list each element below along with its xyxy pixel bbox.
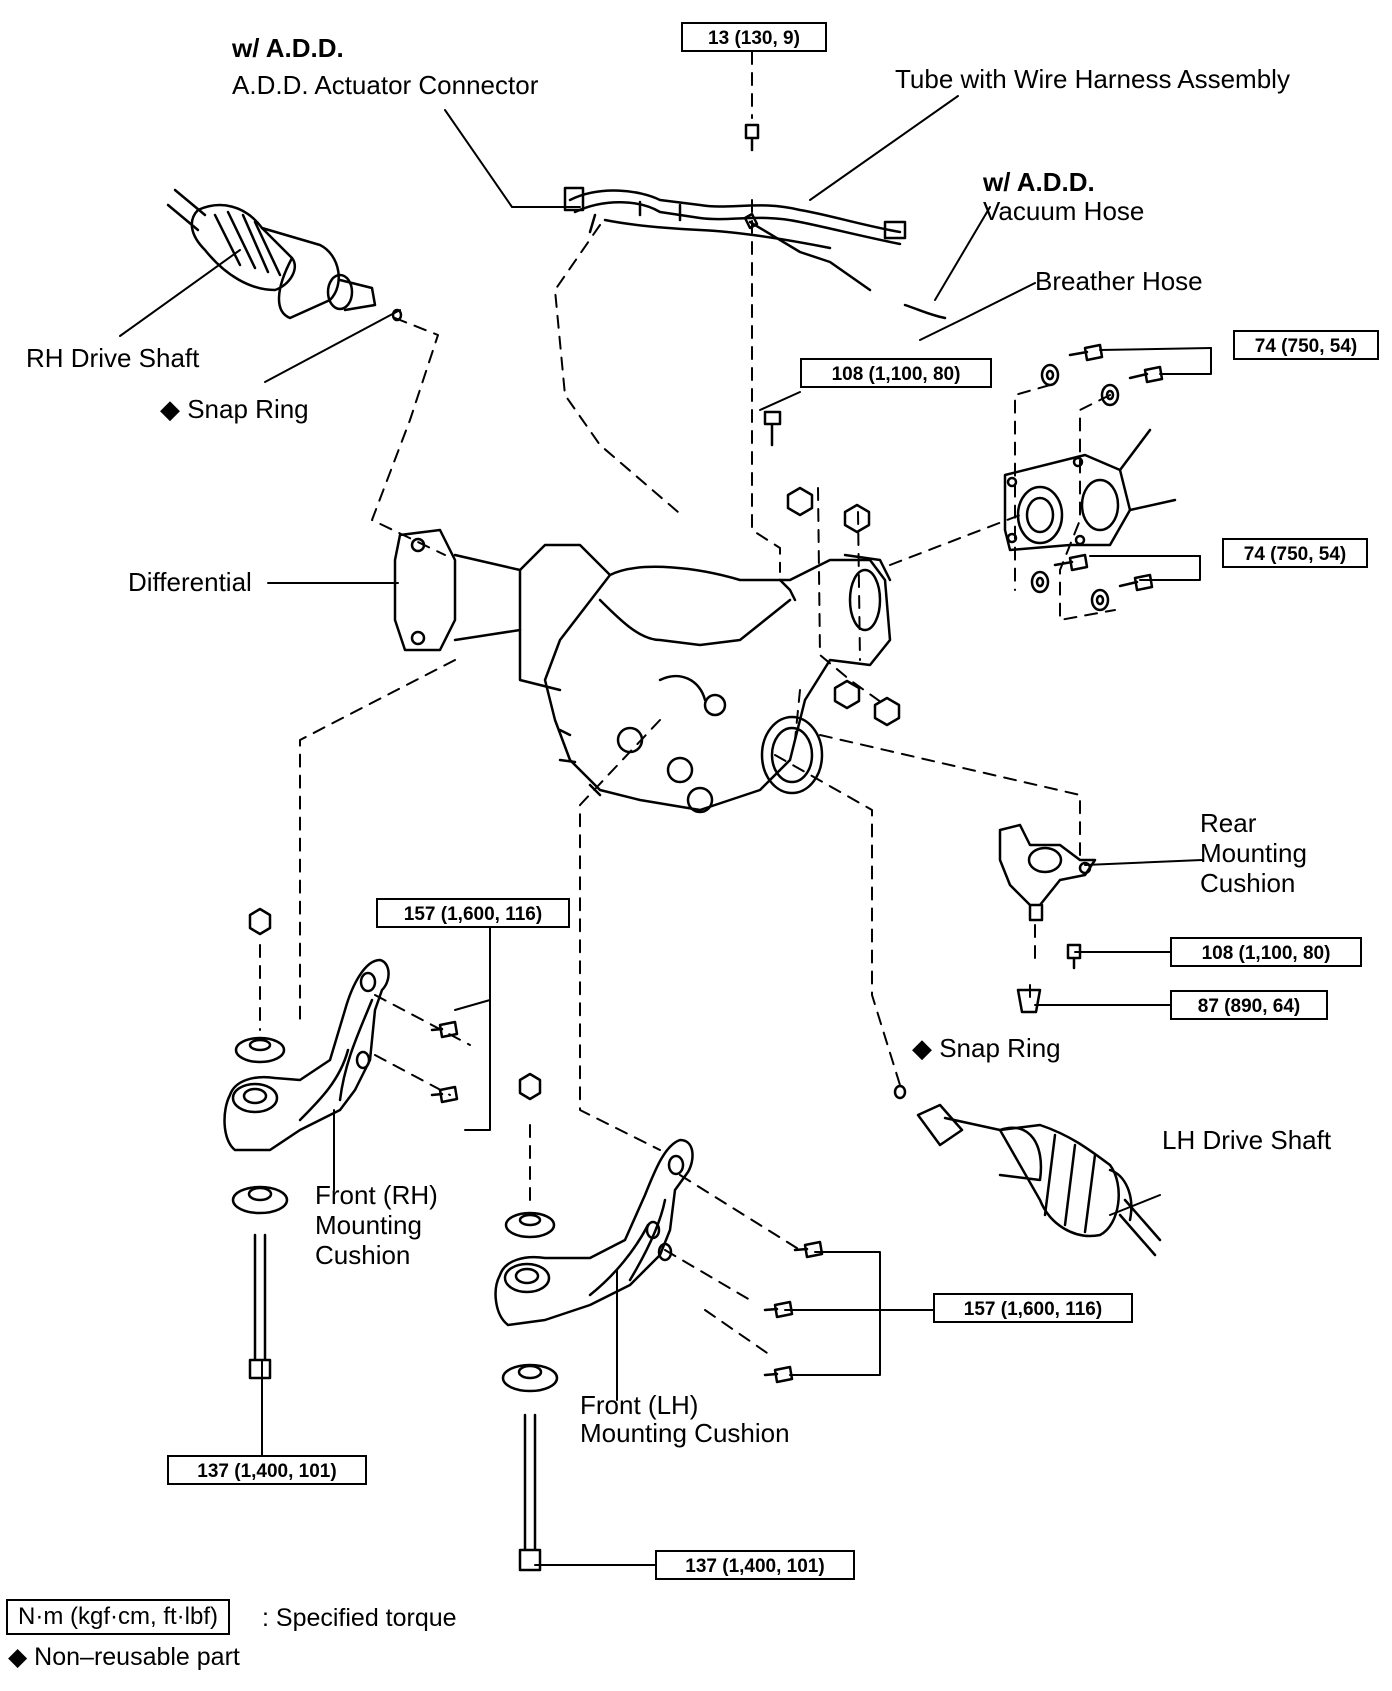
torque-rh-stud: 137 (1,400, 101) (167, 1455, 367, 1485)
torque-upper-74: 74 (750, 54) (1233, 330, 1379, 360)
vacuum-hose-label: Vacuum Hose (983, 196, 1145, 226)
snap-ring-lh-label: ◆ Snap Ring (912, 1033, 1061, 1063)
front-rh-cushion-label-line2: Mounting (315, 1210, 422, 1240)
rh-drive-shaft-label: RH Drive Shaft (26, 343, 200, 373)
bolts-drawing (231, 123, 1164, 1572)
front-lh-cushion-label-line1: Front (LH) (580, 1390, 699, 1420)
differential-label: Differential (128, 567, 252, 597)
alignment-lines (259, 51, 1116, 1356)
torque-front-lh-bolts: 157 (1,600, 116) (933, 1293, 1133, 1323)
companion-flange-drawing (1003, 428, 1177, 552)
rh-drive-shaft-drawing (166, 188, 403, 322)
add-actuator-connector-label: A.D.D. Actuator Connector (232, 70, 539, 100)
legend-nonreusable: ◆ Non–reusable part (8, 1643, 240, 1671)
lh-drive-shaft-drawing (916, 1103, 1162, 1257)
differential-drawing (393, 528, 892, 814)
front-rh-cushion-label-line1: Front (RH) (315, 1180, 438, 1210)
rear-cushion-label-line2: Mounting (1200, 838, 1307, 868)
torque-lh-stud: 137 (1,400, 101) (655, 1550, 855, 1580)
legend-unit-description: : Specified torque (262, 1604, 457, 1632)
lh-drive-shaft-label: LH Drive Shaft (1162, 1125, 1332, 1155)
torque-lower-74: 74 (750, 54) (1222, 538, 1368, 568)
leader-lines (119, 39, 1212, 1566)
wire-harness-drawing (563, 186, 947, 320)
front-rh-cushion-drawing (223, 958, 390, 1152)
legend-unit-box: N·m (kgf·cm, ft·lbf) (6, 1599, 230, 1635)
rear-cushion-drawing (998, 823, 1097, 922)
add-heading-2: w/ A.D.D. (983, 167, 1095, 197)
snap-ring-rh-label: ◆ Snap Ring (160, 394, 309, 424)
breather-hose-label: Breather Hose (1035, 266, 1203, 296)
torque-harness-bolt: 13 (130, 9) (681, 22, 827, 52)
rear-cushion-label-line1: Rear (1200, 808, 1257, 838)
front-rh-cushion-label-line3: Cushion (315, 1240, 411, 1270)
add-heading-1: w/ A.D.D. (232, 33, 344, 63)
torque-diff-top-bolt: 108 (1,100, 80) (800, 358, 992, 388)
torque-rear-cushion-bolt: 108 (1,100, 80) (1170, 937, 1362, 967)
torque-rear-cushion-nut: 87 (890, 64) (1170, 990, 1328, 1020)
front-lh-cushion-label-line2: Mounting Cushion (580, 1418, 790, 1448)
tube-wire-harness-label: Tube with Wire Harness Assembly (895, 64, 1290, 94)
front-lh-cushion-drawing (494, 1138, 694, 1327)
rear-cushion-label-line3: Cushion (1200, 868, 1296, 898)
torque-front-rh-bolts: 157 (1,600, 116) (376, 898, 570, 928)
